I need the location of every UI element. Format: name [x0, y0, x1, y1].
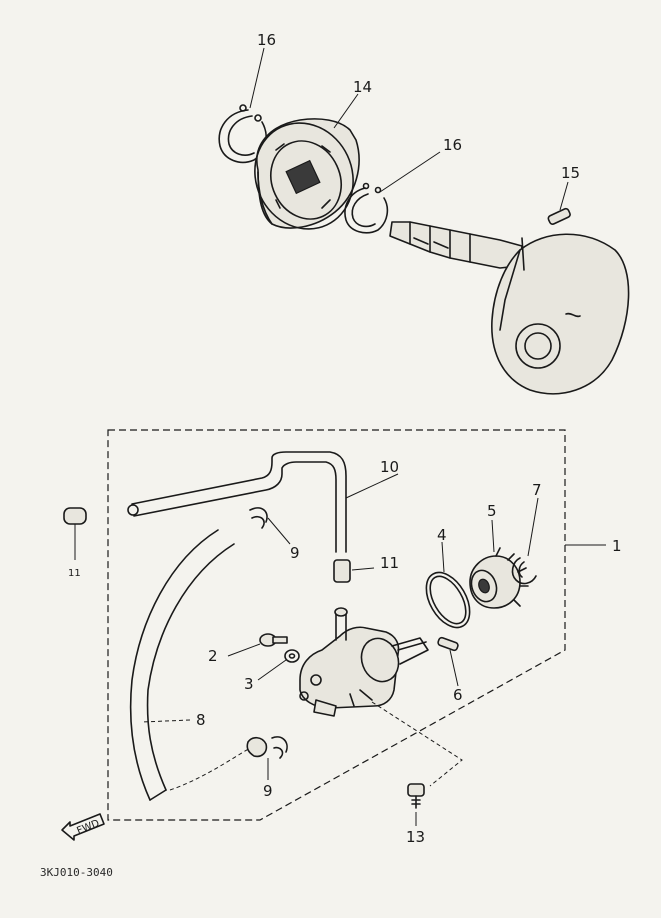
part-label-1: 1 [612, 537, 622, 555]
part-label-9-lower: 9 [263, 782, 273, 800]
assembly-boundary-1 [107, 429, 566, 821]
leader-11-right [351, 567, 375, 571]
diagram-code: 3KJ010-3040 [40, 866, 113, 879]
drive-drum-14 [254, 118, 360, 230]
crankshaft [389, 221, 630, 395]
pin-6 [437, 636, 459, 652]
part-label-3: 3 [244, 675, 254, 693]
dowel-pin-15 [547, 207, 571, 225]
part-label-15: 15 [561, 164, 580, 182]
washer-3 [284, 649, 300, 663]
circlip-7 [511, 557, 537, 585]
leader-15 [559, 181, 569, 211]
mounting-line-13 [371, 701, 463, 787]
part-label-16-left: 16 [257, 31, 276, 49]
leader-14 [333, 93, 359, 129]
part-label-11-right: 11 [380, 554, 399, 572]
leader-9-upper [267, 517, 291, 545]
part-label-16-right: 16 [443, 136, 462, 154]
leader-10 [345, 473, 399, 499]
part-label-7: 7 [532, 481, 542, 499]
hose-clip-9-lower [246, 736, 288, 759]
leader-6 [449, 649, 459, 687]
part-label-9-upper: 9 [290, 544, 300, 562]
cap-11-right [333, 559, 351, 583]
leader-4 [441, 541, 445, 573]
part-label-4: 4 [437, 526, 447, 544]
part-label-8: 8 [196, 711, 206, 729]
pump-gear-5 [469, 547, 529, 609]
part-label-13: 13 [406, 828, 425, 846]
leader-8 [141, 719, 191, 723]
oil-pump-body [299, 607, 429, 717]
screw-2 [259, 633, 288, 647]
delivery-pipe-10 [127, 451, 347, 553]
hose-8 [129, 529, 251, 801]
part-label-14: 14 [353, 78, 372, 96]
hose-clip-9-upper [249, 507, 268, 529]
part-label-5: 5 [487, 502, 497, 520]
svg-text:FWD: FWD [75, 818, 101, 837]
forward-direction-marker: FWD [61, 813, 105, 841]
leader-3 [257, 659, 287, 681]
bolt-13 [407, 783, 425, 809]
o-ring-4 [425, 571, 471, 629]
part-label-10: 10 [380, 458, 399, 476]
circlip-16-right [344, 182, 389, 234]
leader-16-right [379, 151, 441, 193]
leader-7 [527, 497, 539, 557]
cap-11-left [63, 507, 87, 525]
leader-16-left [249, 47, 265, 109]
leader-5 [491, 519, 495, 553]
leader-2 [227, 643, 261, 657]
part-label-11-left: 11 [68, 568, 81, 579]
part-label-6: 6 [453, 686, 463, 704]
part-label-2: 2 [208, 647, 218, 665]
